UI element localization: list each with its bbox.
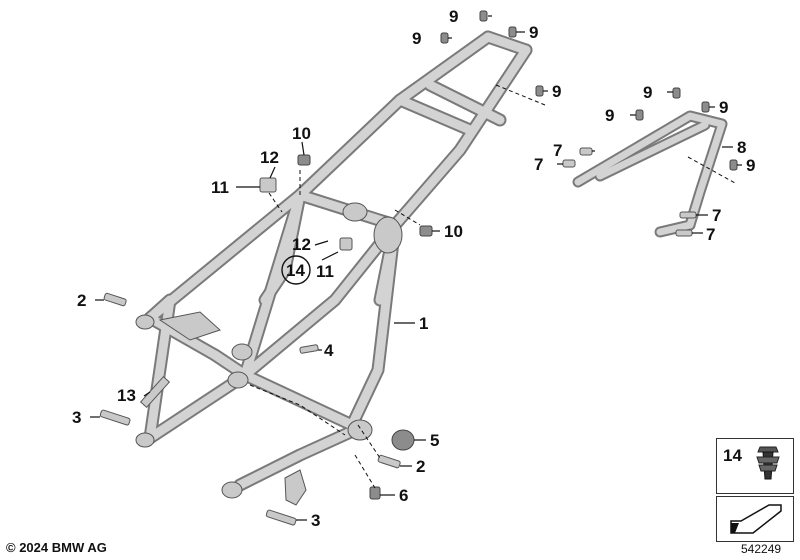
clip-11-upper: [259, 177, 277, 193]
bolt-7-d: [675, 229, 693, 237]
pivot-mount-left-lower: [135, 432, 155, 448]
legend-direction-box: [716, 496, 794, 542]
bolt-7-c: [679, 211, 697, 219]
callout-12-lower: 12: [292, 235, 311, 254]
callout-9-b: 9: [529, 23, 538, 42]
mount-bracket-lower: [284, 469, 307, 506]
lower-mount-rear: [347, 419, 373, 441]
callout-2-upper: 2: [77, 291, 86, 310]
main-frame: [135, 30, 533, 506]
bolt-3-upper: [99, 409, 131, 426]
small-parts: [99, 10, 738, 526]
clip-11-lower: [339, 237, 353, 251]
callout-10-upper: 10: [292, 124, 311, 143]
callout-9-h: 9: [746, 156, 755, 175]
rear-subframe-fill: [574, 112, 726, 236]
screw-6: [369, 486, 381, 500]
callout-7-a: 7: [553, 141, 562, 160]
diagram-reference-number: 542249: [741, 542, 782, 556]
nut-10-lower: [419, 225, 433, 237]
callout-11-lower: 11: [316, 262, 334, 281]
callout-9-d: 9: [552, 82, 561, 101]
callout-6: 6: [399, 486, 408, 505]
lower-mount-front: [221, 481, 243, 499]
callout-labels: 1 2 2 3 3 4 5 6 7 7 7 7 8 9 9 9 9 9 9 9 …: [72, 7, 755, 530]
direction-arrow-icon: [730, 504, 782, 534]
nut-10-upper: [297, 154, 311, 166]
callout-9-c: 9: [412, 29, 421, 48]
callout-13: 13: [117, 386, 136, 405]
bolt-2-upper: [103, 292, 127, 307]
callout-7-d: 7: [706, 225, 715, 244]
rear-subframe: [572, 110, 728, 238]
callout-2-lower: 2: [416, 457, 425, 476]
callout-14-circle: [281, 255, 311, 285]
callout-12-upper: 12: [260, 148, 279, 167]
callout-10-lower: 10: [444, 222, 463, 241]
callout-7-b: 7: [534, 155, 543, 174]
legend-item-number: 14: [723, 446, 742, 465]
screws-9: [440, 10, 738, 171]
bolt-2-lower: [377, 454, 401, 469]
leader-lines: [90, 15, 742, 521]
callout-3-upper: 3: [72, 408, 81, 427]
alignment-lines: [249, 84, 736, 489]
swingarm-mount: [227, 371, 249, 389]
legend-box-14: 14: [716, 438, 794, 494]
grommet-5: [391, 429, 415, 451]
pivot-mount-left-upper: [135, 314, 155, 330]
callout-9-g: 9: [605, 106, 614, 125]
callout-7-c: 7: [712, 206, 721, 225]
bolt-7-a: [579, 147, 593, 156]
steering-head: [373, 216, 403, 254]
main-frame-fill: [145, 32, 531, 490]
callout-9-e: 9: [643, 83, 652, 102]
callout-8: 8: [737, 138, 746, 157]
bolt-7-b: [562, 159, 576, 168]
callout-9-a: 9: [449, 7, 458, 26]
callout-5: 5: [430, 431, 439, 450]
callout-11-upper: 11: [211, 178, 229, 197]
callout-3-lower: 3: [311, 511, 320, 530]
strip-13: [139, 375, 171, 409]
bolt-3-lower: [265, 509, 297, 526]
bolt-4: [299, 344, 319, 354]
callout-4: 4: [324, 341, 334, 360]
copyright-text: © 2024 BMW AG: [6, 540, 107, 555]
footrest-bracket: [158, 311, 221, 341]
cross-tube-left: [342, 202, 368, 222]
push-rivet-icon: [756, 446, 780, 480]
callout-9-f: 9: [719, 98, 728, 117]
engine-mount-center: [231, 343, 253, 361]
callout-14: 14: [286, 261, 305, 280]
callout-1: 1: [419, 314, 428, 333]
